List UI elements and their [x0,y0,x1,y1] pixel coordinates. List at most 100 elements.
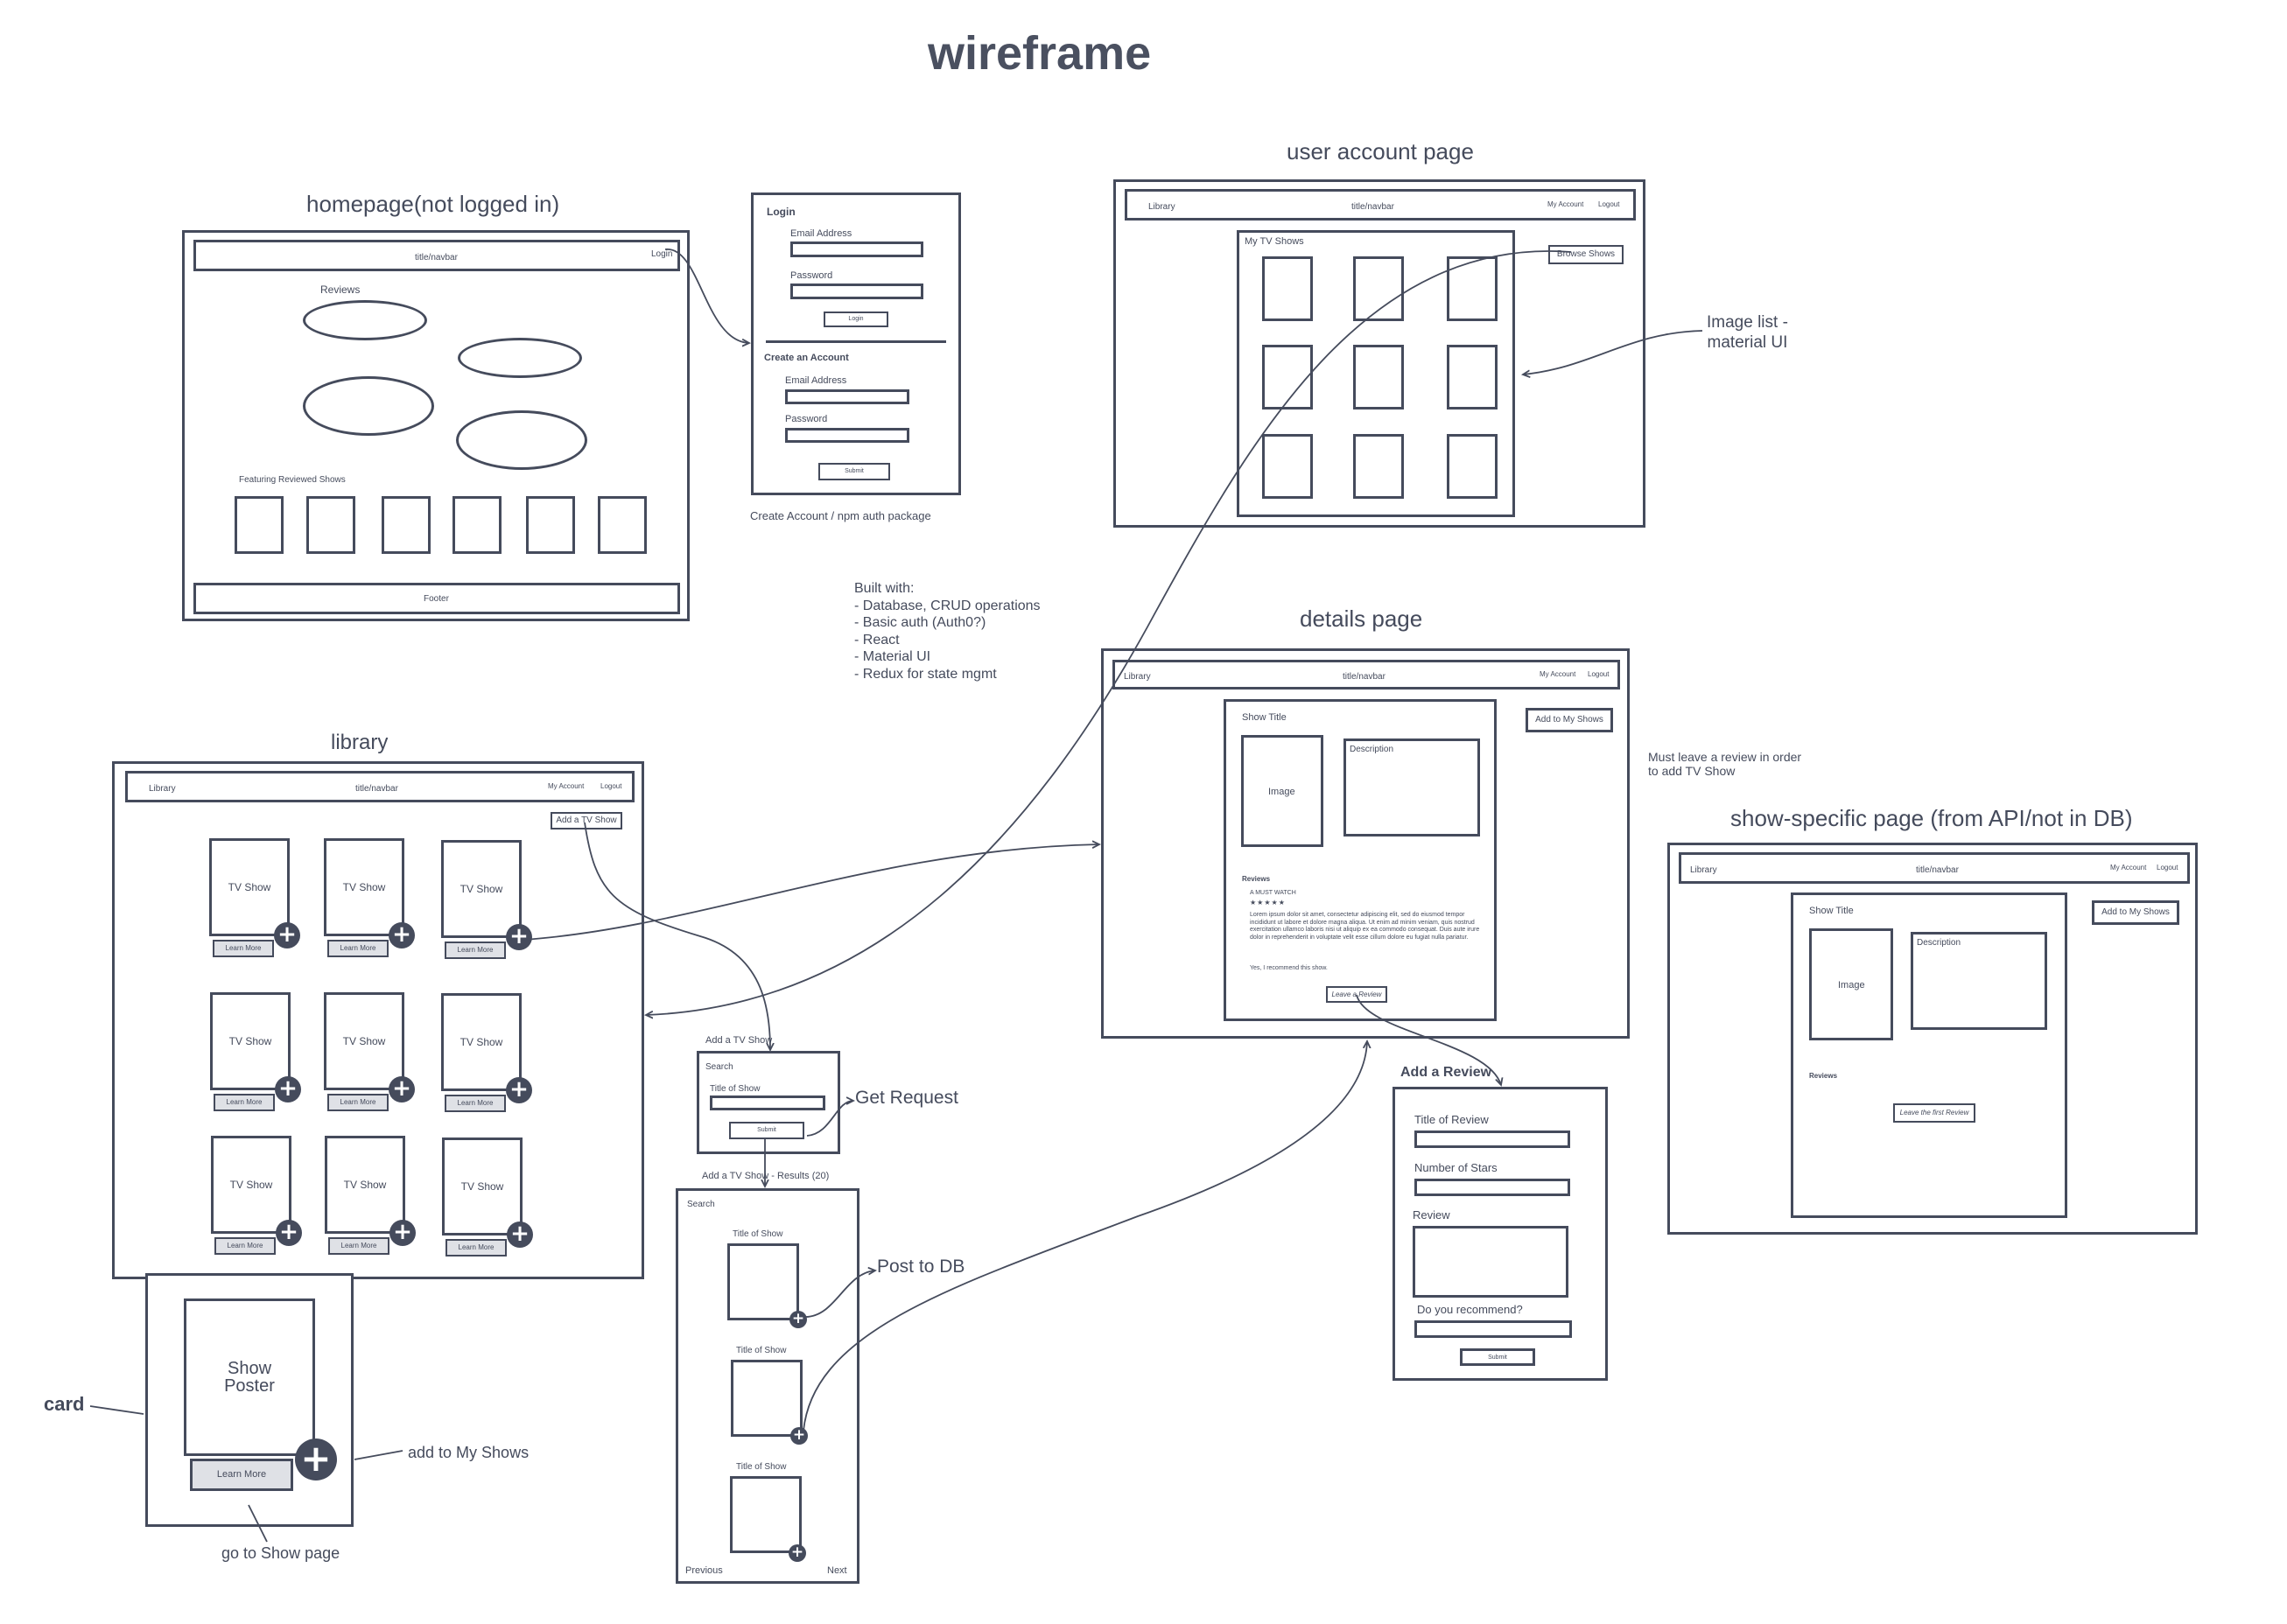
recommend-field[interactable] [1414,1320,1572,1338]
result-poster[interactable] [731,1360,803,1437]
learn-more-button[interactable]: Learn More [328,1237,389,1255]
add-icon[interactable]: + [506,1077,532,1103]
show-image: Image [1241,735,1323,847]
leave-review-button[interactable]: Leave a Review [1326,986,1387,1003]
show-title: Show Title [1809,906,1854,916]
connector-add-note [354,1450,403,1460]
description-label: Description [1350,745,1394,754]
learn-more-button[interactable]: Learn More [445,1239,507,1256]
add-icon[interactable]: + [275,1076,301,1102]
create-password-field[interactable] [785,428,909,443]
browse-shows-button[interactable]: Browse Shows [1548,245,1624,264]
learn-more-button[interactable]: Learn More [214,1094,275,1111]
show-thumbnail[interactable] [526,496,575,554]
show-thumbnail[interactable] [598,496,647,554]
show-thumbnail[interactable] [452,496,502,554]
nav-my-account[interactable]: My Account [548,782,585,790]
my-show-thumbnail[interactable] [1262,256,1313,321]
add-icon[interactable]: + [789,1544,806,1562]
add-icon[interactable]: + [389,1076,415,1102]
connector-card-details [523,844,1099,941]
my-show-thumbnail[interactable] [1353,434,1404,499]
details-caption: details page [1300,606,1423,632]
create-password-label: Password [785,414,828,424]
nav-logout[interactable]: Logout [600,782,622,790]
add-icon[interactable]: + [389,922,415,948]
my-show-thumbnail[interactable] [1353,345,1404,410]
my-show-thumbnail[interactable] [1262,434,1313,499]
add-icon[interactable]: + [790,1427,808,1445]
show-specific-frame: Library title/navbar My Account Logout S… [1667,843,2198,1235]
show-thumbnail[interactable] [235,496,284,554]
learn-more-button[interactable]: Learn More [445,1095,506,1112]
my-show-thumbnail[interactable] [1262,345,1313,410]
nav-my-account[interactable]: My Account [1540,670,1576,678]
result-title: Title of Show [733,1229,783,1239]
learn-more-button[interactable]: Learn More [327,1094,389,1111]
password-field[interactable] [790,284,923,299]
nav-library[interactable]: Library [149,784,176,794]
add-icon[interactable]: + [276,1220,302,1246]
card-caption: card [44,1393,85,1415]
next-link[interactable]: Next [827,1565,847,1576]
my-show-thumbnail[interactable] [1447,434,1498,499]
post-to-db-note: Post to DB [877,1256,965,1277]
learn-more-button[interactable]: Learn More [190,1459,293,1491]
review-textarea[interactable] [1413,1226,1568,1298]
password-label: Password [790,270,833,281]
my-show-thumbnail[interactable] [1447,256,1498,321]
connector-login [664,248,749,343]
my-show-thumbnail[interactable] [1353,256,1404,321]
title-of-show-field[interactable] [710,1096,825,1110]
leave-first-review-button[interactable]: Leave the first Review [1893,1103,1975,1123]
connector-post-db [804,1270,875,1318]
details-panel: Show Title Image Description Reviews A M… [1224,699,1497,1021]
nav-library[interactable]: Library [1124,672,1151,682]
show-thumbnail[interactable] [306,496,355,554]
result-poster[interactable] [727,1243,799,1320]
show-thumbnail[interactable] [382,496,431,554]
add-icon[interactable]: + [507,1222,533,1248]
login-button[interactable]: Login [824,312,888,327]
homepage-caption: homepage(not logged in) [306,191,560,217]
review-submit-button[interactable]: Submit [1460,1348,1535,1366]
learn-more-button[interactable]: Learn More [213,940,274,957]
search-submit-button[interactable]: Submit [729,1122,804,1139]
add-icon[interactable]: + [506,924,532,950]
add-icon[interactable]: + [389,1220,416,1246]
previous-link[interactable]: Previous [685,1565,723,1576]
add-icon[interactable]: + [789,1311,807,1328]
connector-image-list [1523,330,1703,374]
learn-more-button[interactable]: Learn More [445,942,506,959]
add-to-my-shows-button[interactable]: Add to My Shows [1526,708,1613,732]
learn-more-button[interactable]: Learn More [327,940,389,957]
review-bubble [303,300,427,340]
create-account-button[interactable]: Submit [818,463,890,480]
navbar-title: title/navbar [1343,672,1386,682]
email-field[interactable] [790,242,923,257]
built-with-note: Built with: - Database, CRUD operations … [854,580,1041,682]
stars-field[interactable] [1414,1179,1570,1196]
result-poster[interactable] [730,1476,802,1553]
navbar-title: title/navbar [415,253,458,262]
nav-logout[interactable]: Logout [1588,670,1610,678]
image-list-note: Image list - material UI [1707,313,1788,352]
login-link[interactable]: Login [651,249,673,259]
nav-library[interactable]: Library [1690,865,1717,875]
nav-my-account[interactable]: My Account [2110,864,2147,872]
nav-library[interactable]: Library [1148,202,1175,212]
add-icon[interactable]: + [295,1438,337,1480]
learn-more-button[interactable]: Learn More [214,1237,276,1255]
add-icon[interactable]: + [274,922,300,948]
email-label: Email Address [790,228,852,239]
my-show-thumbnail[interactable] [1447,345,1498,410]
show-specific-navbar: Library title/navbar My Account Logout [1679,852,2190,884]
nav-logout[interactable]: Logout [1598,200,1620,208]
nav-logout[interactable]: Logout [2157,864,2178,872]
create-email-field[interactable] [785,389,909,404]
add-to-my-shows-button[interactable]: Add to My Shows [2092,900,2179,925]
homepage-frame: title/navbar Login Reviews Featuring Rev… [182,230,690,621]
nav-my-account[interactable]: My Account [1547,200,1584,208]
review-title-field[interactable] [1414,1130,1570,1148]
search-label: Search [705,1062,733,1072]
